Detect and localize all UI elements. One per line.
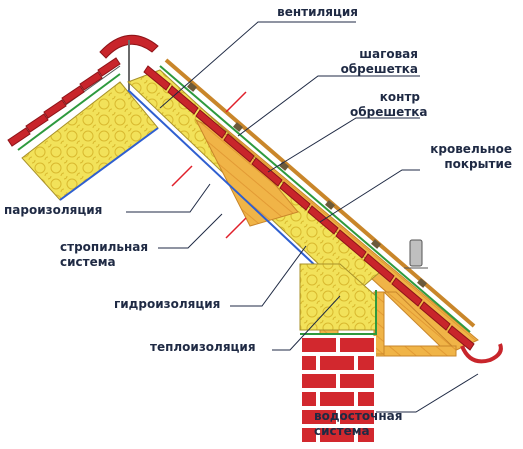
left-vapor-barrier: [59, 127, 159, 201]
label-step-batten: шаговая обрешетка: [318, 47, 418, 77]
label-vapor-barrier: пароизоляция: [4, 203, 103, 217]
label-counter-batten-line2: обрешетка: [350, 105, 428, 119]
leader-lines: [126, 21, 479, 413]
label-rafter-system: стропильная система: [60, 240, 148, 270]
label-roofing: кровельное покрытие: [402, 142, 512, 172]
ventilation-markers: [171, 91, 247, 239]
left-waterproofing: [17, 73, 121, 151]
label-drainage-line2: система: [314, 424, 370, 438]
ridge-cap: [99, 34, 159, 59]
label-ventilation: вентиляция: [277, 5, 358, 19]
label-waterproofing: гидроизоляция: [114, 297, 221, 311]
wall-waterproof-edge: [300, 290, 377, 335]
label-rafter-line1: стропильная: [60, 240, 149, 254]
label-roofing-line2: покрытие: [444, 157, 512, 171]
label-step-batten-line1: шаговая: [359, 47, 418, 61]
right-waterproofing: [159, 65, 471, 333]
label-counter-batten-line1: контр: [379, 90, 420, 104]
left-roof-tiles: [7, 57, 121, 147]
snow-guard: [404, 239, 428, 269]
label-insulation: теплоизоляция: [150, 340, 256, 354]
label-roofing-line1: кровельное: [430, 142, 512, 156]
step-battens: [187, 82, 427, 288]
gutter-icon: [460, 343, 503, 364]
brick-wall: [300, 336, 376, 449]
rafter-timber: [194, 118, 299, 227]
label-counter-batten: контр обрешетка: [350, 90, 428, 120]
label-rafter-line2: система: [60, 255, 116, 269]
label-drainage-line1: водосточная: [314, 409, 403, 423]
label-drainage: водосточная система: [314, 409, 402, 439]
label-step-batten-line2: обрешетка: [340, 62, 418, 76]
